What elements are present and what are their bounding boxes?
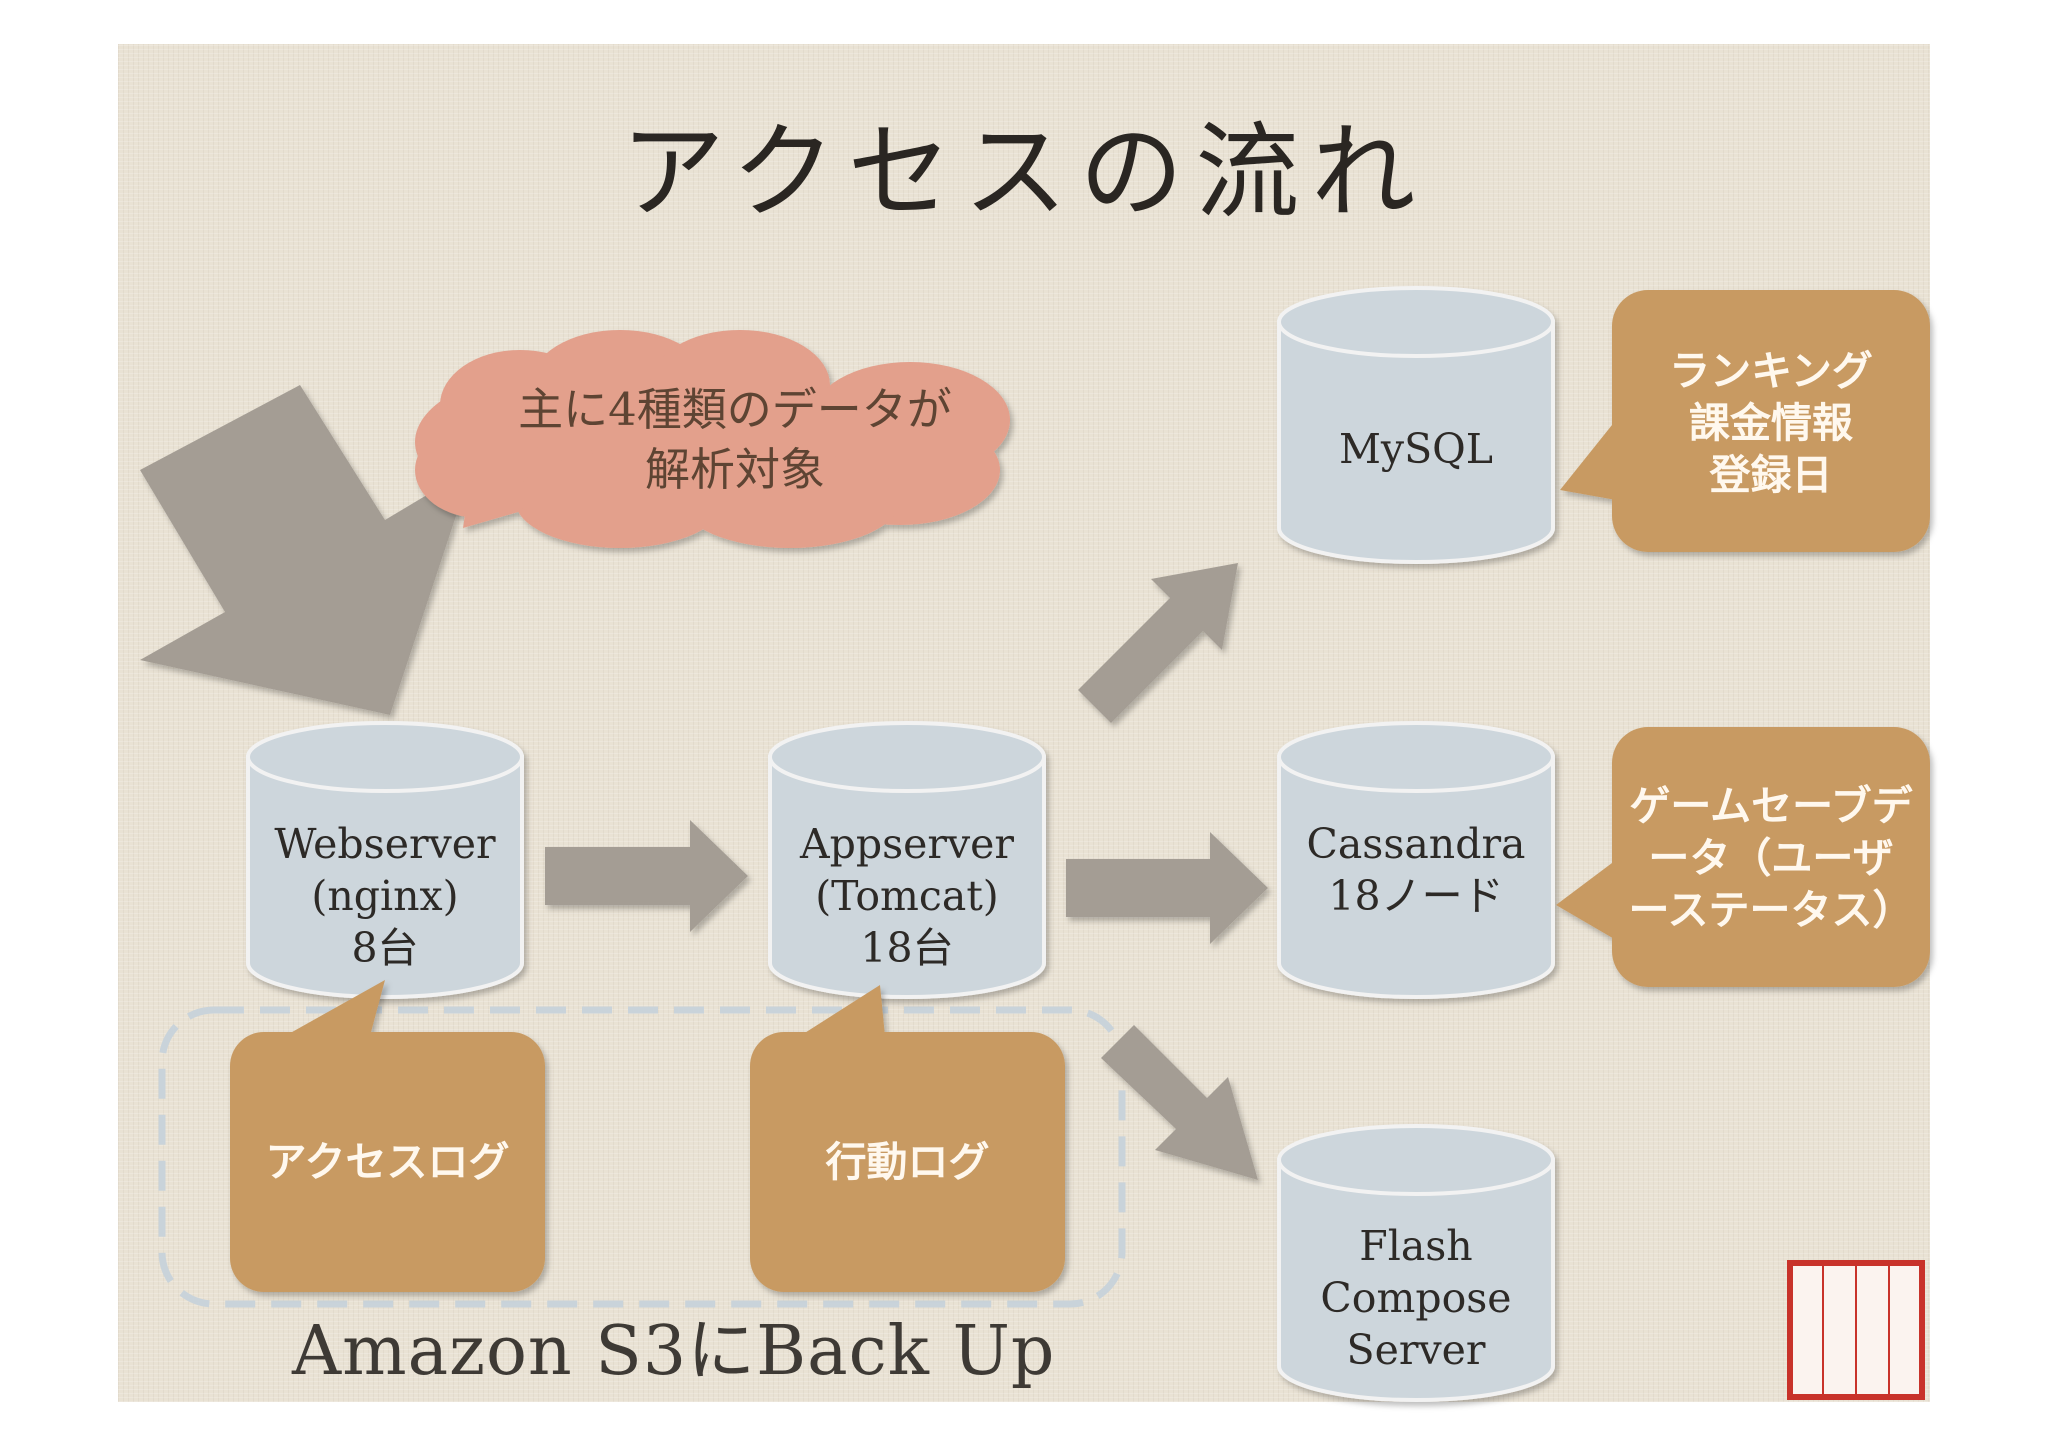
cylinder-flash bbox=[1277, 1124, 1555, 1402]
arrow-app-to-cassandra bbox=[1066, 832, 1268, 944]
callout-cassandra-data bbox=[1556, 727, 1930, 987]
access-log-text: アクセスログ bbox=[265, 1138, 510, 1186]
cylinder-cassandra bbox=[1277, 721, 1555, 999]
appserver-count: 18台 bbox=[860, 924, 954, 972]
cassandra-label: Cassandra 18ノード bbox=[1279, 818, 1553, 922]
arrow-app-to-mysql bbox=[1078, 563, 1238, 723]
mysql-data-line3: 登録日 bbox=[1709, 451, 1833, 499]
flash-line2: Compose bbox=[1320, 1274, 1512, 1322]
flash-label: Flash Compose Server bbox=[1279, 1220, 1553, 1376]
backup-region bbox=[158, 1006, 1126, 1308]
cloud-callout bbox=[415, 330, 1010, 548]
cloud-note-line2: 解析対象 bbox=[644, 443, 825, 496]
backup-caption: Amazon S3にBack Up bbox=[292, 1312, 1056, 1391]
webserver-software: (nginx) bbox=[311, 872, 459, 920]
mysql-name: MySQL bbox=[1338, 425, 1494, 473]
callout-action-log bbox=[750, 985, 1065, 1292]
cassandra-data-line2: ータ（ユーザ bbox=[1648, 834, 1894, 882]
appserver-name: Appserver bbox=[799, 820, 1015, 868]
company-seal bbox=[1787, 1260, 1925, 1400]
webserver-name: Webserver bbox=[274, 820, 496, 868]
flash-line1: Flash bbox=[1359, 1222, 1473, 1270]
cassandra-nodes: 18ノード bbox=[1328, 872, 1504, 920]
cylinder-webserver bbox=[246, 721, 524, 999]
webserver-count: 8台 bbox=[351, 924, 419, 972]
cassandra-data-text: ゲームセーブデ ータ（ユーザ ーステータス） bbox=[1612, 780, 1930, 936]
incoming-arrow bbox=[140, 385, 472, 715]
appserver-label: Appserver (Tomcat) 18台 bbox=[770, 818, 1044, 974]
webserver-label: Webserver (nginx) 8台 bbox=[248, 818, 522, 974]
mysql-data-text: ランキング 課金情報 登録日 bbox=[1612, 345, 1930, 501]
cassandra-data-line1: ゲームセーブデ bbox=[1629, 782, 1913, 830]
mysql-data-line1: ランキング bbox=[1669, 347, 1873, 395]
cassandra-data-line3: ーステータス） bbox=[1628, 886, 1914, 934]
mysql-label: MySQL bbox=[1279, 423, 1553, 475]
arrow-app-to-flash-main bbox=[1101, 1025, 1258, 1180]
action-log-text: 行動ログ bbox=[825, 1138, 990, 1186]
mysql-data-line2: 課金情報 bbox=[1689, 399, 1853, 447]
cylinder-mysql bbox=[1277, 286, 1555, 564]
callout-access-log bbox=[230, 980, 545, 1292]
page-title: アクセスの流れ bbox=[620, 111, 1428, 233]
flash-line3: Server bbox=[1346, 1326, 1486, 1374]
callout-mysql-data bbox=[1560, 290, 1930, 552]
cloud-note-line1: 主に4種類のデータが bbox=[518, 383, 952, 436]
cylinder-appserver bbox=[768, 721, 1046, 999]
cassandra-name: Cassandra bbox=[1306, 820, 1526, 868]
arrow-web-to-app bbox=[545, 820, 748, 932]
appserver-software: (Tomcat) bbox=[815, 872, 999, 920]
cloud-note-text: 主に4種類のデータが 解析対象 bbox=[455, 380, 1015, 500]
